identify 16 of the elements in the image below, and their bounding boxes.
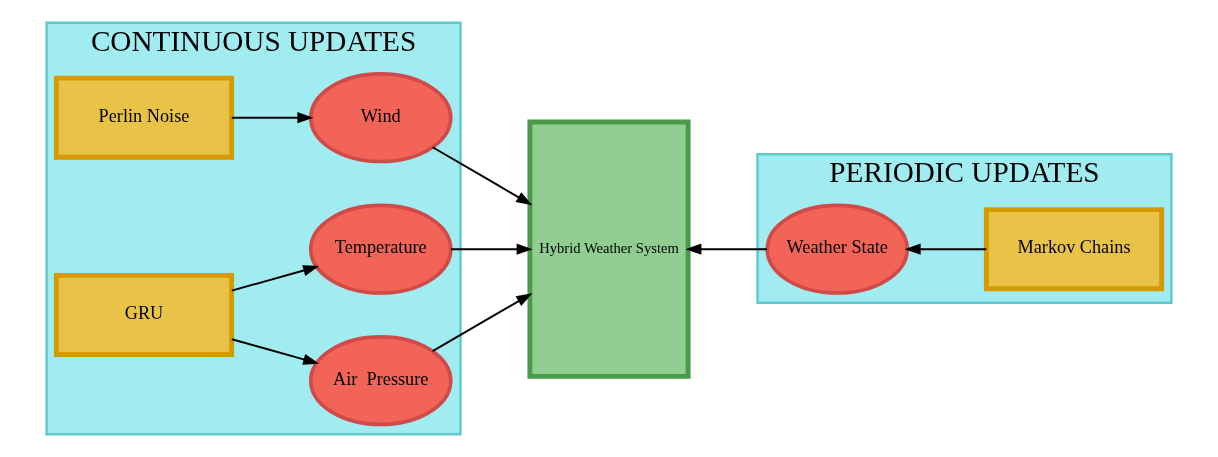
node-ellipse: Air Pressure (308, 335, 453, 427)
node-box: Hybrid Weather System (527, 119, 691, 379)
arrow (431, 146, 533, 206)
arrow (449, 243, 533, 255)
arrow (431, 293, 533, 353)
node-box: Markov Chains (983, 207, 1165, 292)
node-ellipse: Temperature (308, 203, 453, 295)
arrow (685, 243, 769, 255)
node-box: GRU (53, 272, 235, 357)
arrow (904, 243, 988, 255)
node-ellipse: Weather State (765, 203, 910, 295)
node-box: Perlin Noise (53, 75, 235, 160)
arrow (230, 265, 320, 292)
arrow (230, 338, 320, 365)
arrow (230, 112, 314, 124)
node-ellipse: Wind (308, 72, 453, 164)
